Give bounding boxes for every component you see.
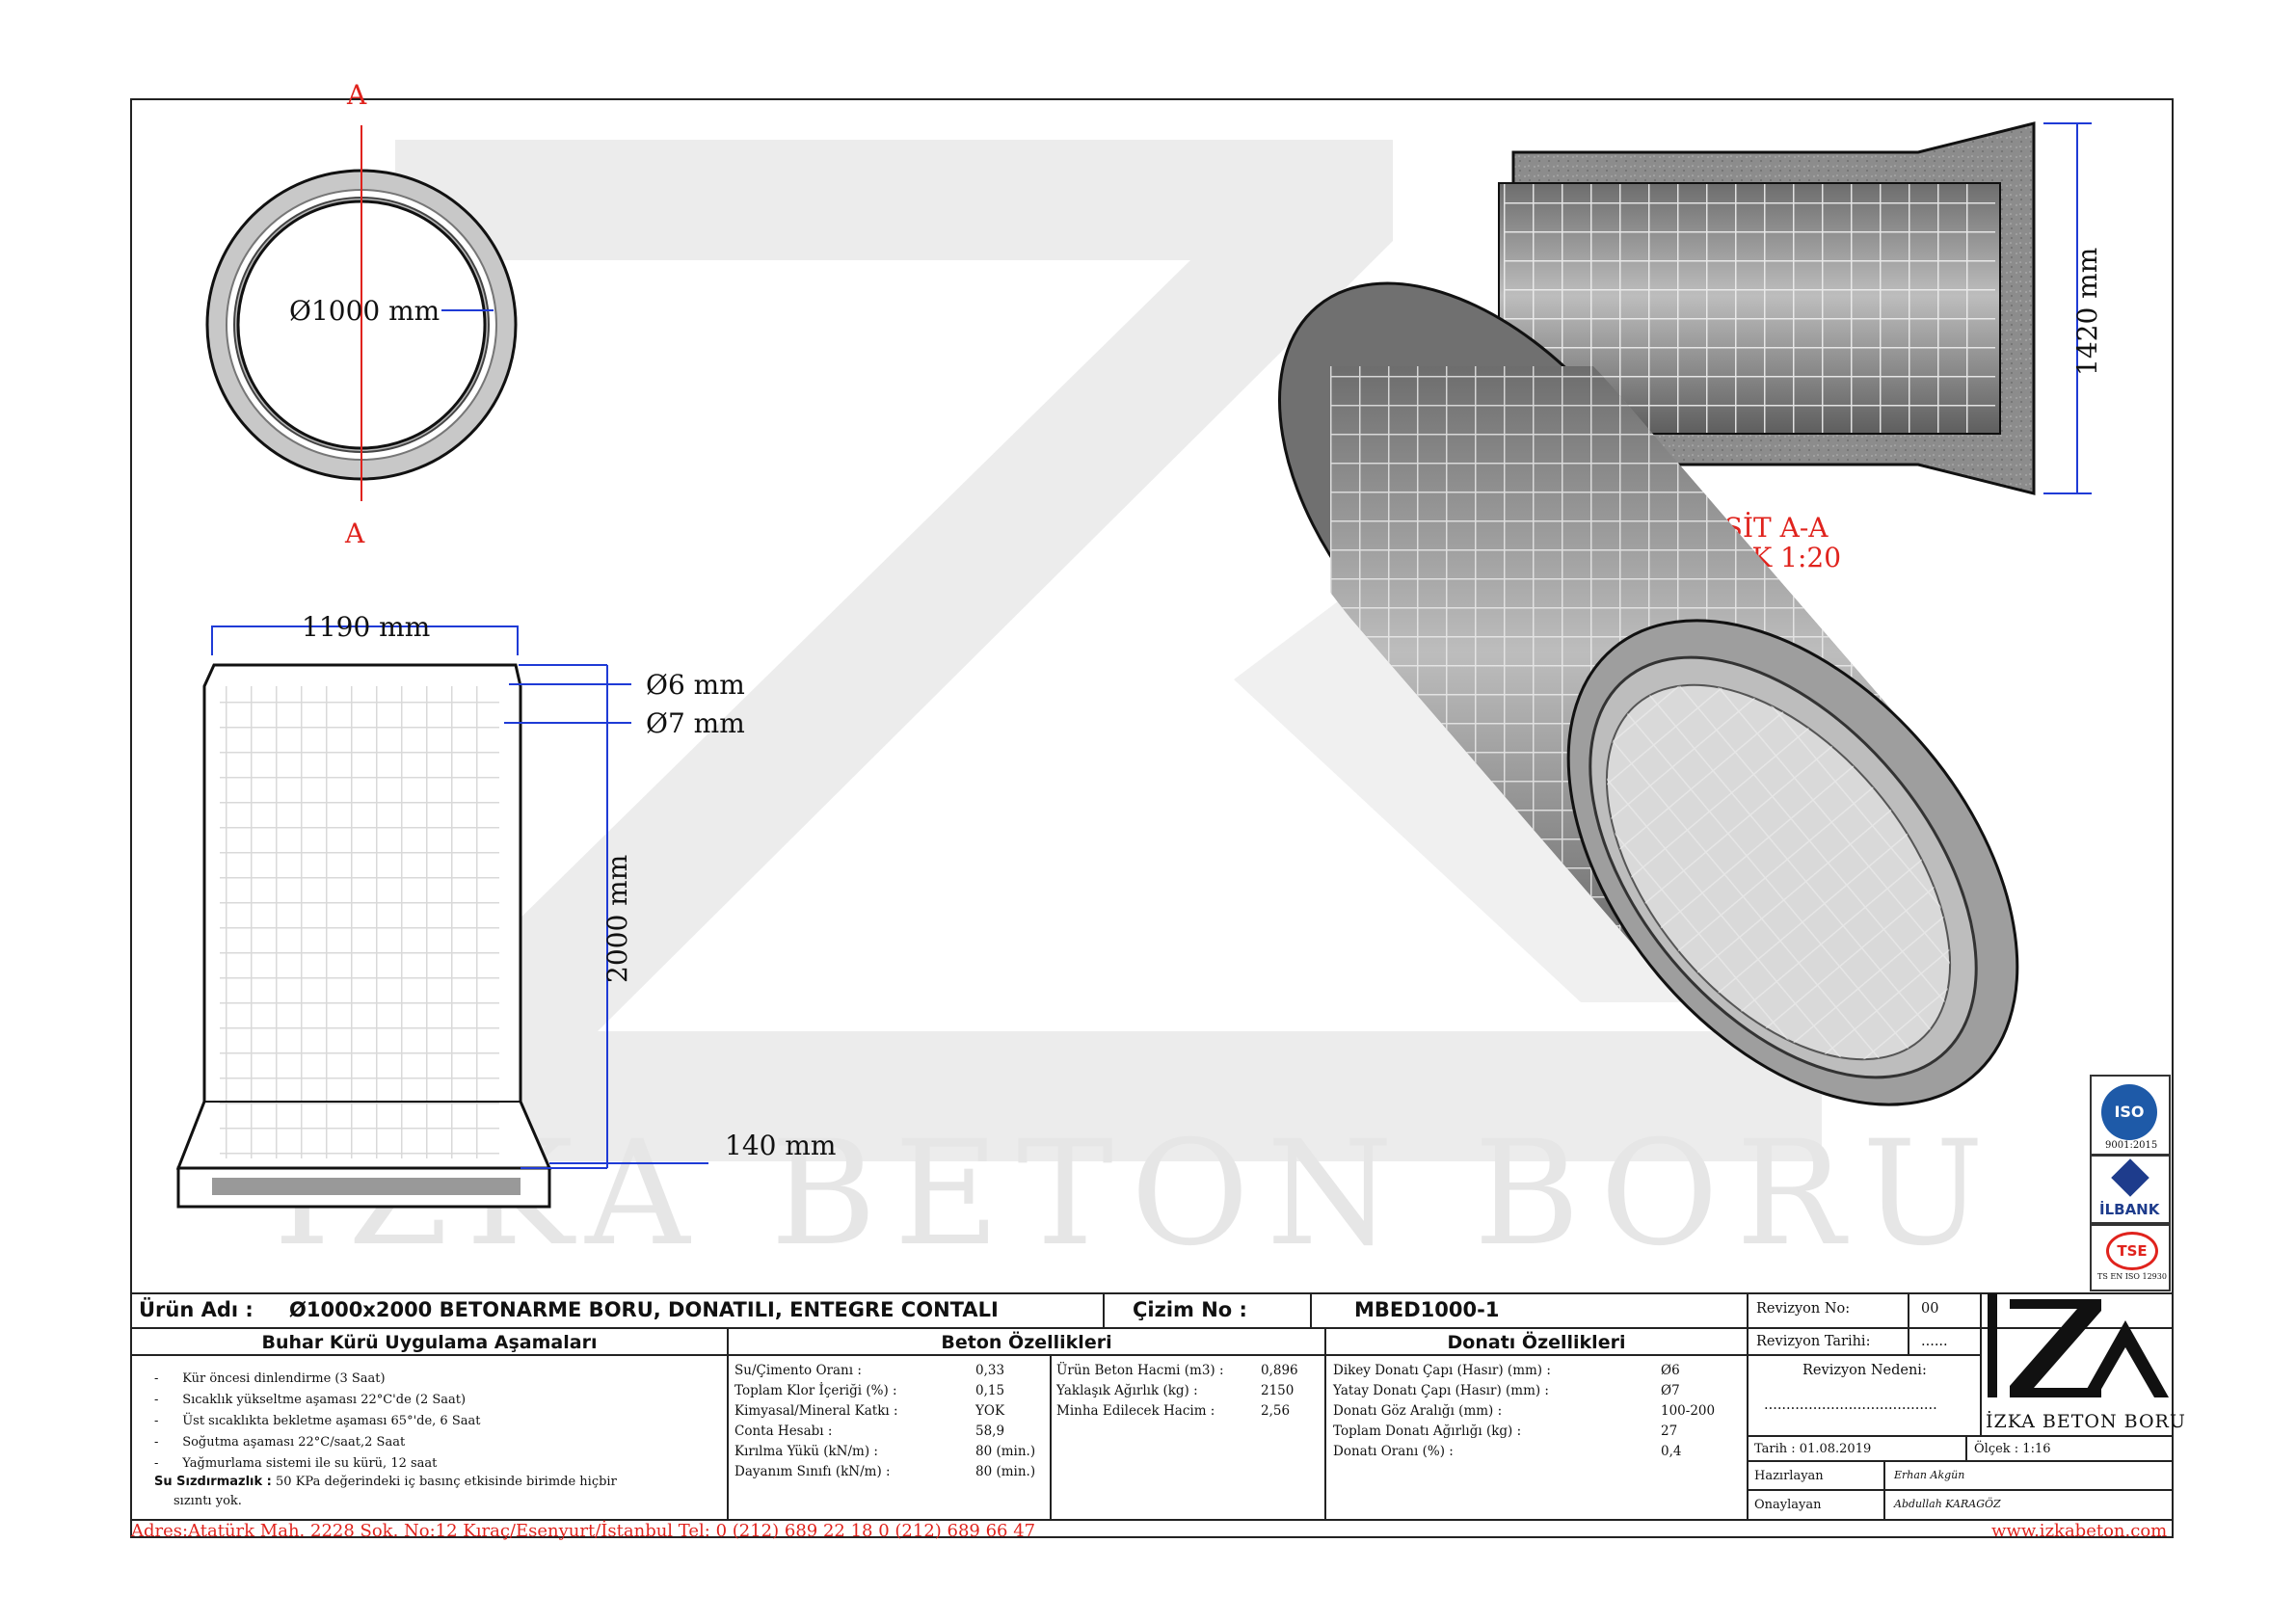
drawing-no: MBED1000-1	[1354, 1298, 1500, 1321]
approved-by: Abdullah KARAGÖZ	[1894, 1498, 2001, 1510]
concrete-title: Beton Özellikleri	[941, 1332, 1112, 1353]
row-value: 27	[1661, 1423, 1678, 1439]
leak-test: Su Sızdırmazlık : 50 KPa değerindeki iç …	[154, 1475, 617, 1489]
row-label: Kırılma Yükü (kN/m) :	[734, 1444, 878, 1459]
top-view: Ø1000 mm A A	[205, 79, 518, 549]
product-label: Ürün Adı :	[139, 1298, 254, 1321]
product-name: Ø1000x2000 BETONARME BORU, DONATILI, ENT…	[289, 1298, 999, 1321]
row-label: Ürün Beton Hacmi (m3) :	[1056, 1363, 1224, 1378]
table-row: Toplam Donatı Ağırlığı (kg) : 27	[1333, 1423, 1738, 1444]
list-item: - Kür öncesi dinlendirme (3 Saat)	[154, 1371, 386, 1386]
row-value: 58,9	[975, 1423, 1005, 1439]
watermark-text: İZKA BETON BORU	[274, 1109, 2002, 1278]
tse-standard: TS EN ISO 12930	[2097, 1272, 2167, 1281]
row-label: Donatı Oranı (%) :	[1333, 1444, 1454, 1459]
sheet-border	[130, 98, 2174, 1538]
rebar-vertical-label: Ø6 mm	[646, 669, 745, 701]
row-value: 0,15	[975, 1383, 1005, 1398]
table-row: Minha Edilecek Hacim : 2,56	[1056, 1403, 1322, 1423]
row-value: Ø6	[1661, 1363, 1680, 1378]
row-label: Su/Çimento Oranı :	[734, 1363, 862, 1378]
table-row: Su/Çimento Oranı : 0,33	[734, 1363, 1053, 1383]
row-value: Ø7	[1661, 1383, 1680, 1398]
table-row: Kırılma Yükü (kN/m) : 80 (min.)	[734, 1444, 1053, 1464]
revision-date: ......	[1921, 1334, 1948, 1349]
ilbank-label: İLBANK	[2099, 1201, 2160, 1218]
table-row: Donatı Göz Aralığı (mm) : 100-200	[1333, 1403, 1738, 1423]
scale: Ölçek : 1:16	[1974, 1442, 2051, 1456]
row-label: Yatay Donatı Çapı (Hasır) (mm) :	[1333, 1383, 1549, 1398]
table-row: Dayanım Sınıfı (kN/m) : 80 (min.)	[734, 1464, 1053, 1484]
tse-badge: TSE TS EN ISO 12930	[2090, 1224, 2171, 1291]
row-label: Donatı Göz Aralığı (mm) :	[1333, 1403, 1503, 1419]
row-label: Dayanım Sınıfı (kN/m) :	[734, 1464, 891, 1479]
front-view: 1190 mm 2000 mm Ø6 mm Ø7 mm 140 mm	[175, 611, 836, 1209]
rebar-horizontal-label: Ø7 mm	[646, 707, 745, 739]
table-row: Dikey Donatı Çapı (Hasır) (mm) : Ø6	[1333, 1363, 1738, 1383]
approved-label: Onaylayan	[1754, 1498, 1822, 1512]
row-value: 80 (min.)	[975, 1464, 1036, 1479]
revision-date-label: Revizyon Tarihi:	[1756, 1334, 1871, 1349]
row-value: 100-200	[1661, 1403, 1716, 1419]
row-value: 0,896	[1261, 1363, 1298, 1378]
table-row: Ürün Beton Hacmi (m3) : 0,896	[1056, 1363, 1322, 1383]
list-item: - Soğutma aşaması 22°C/saat,2 Saat	[154, 1435, 406, 1450]
row-label: Minha Edilecek Hacim :	[1056, 1403, 1215, 1419]
section-mark-top: A	[346, 79, 367, 111]
row-label: Toplam Donatı Ağırlığı (kg) :	[1333, 1423, 1522, 1439]
socket-label: 140 mm	[725, 1130, 836, 1161]
row-value: 2150	[1261, 1383, 1295, 1398]
section-height-label: 1420 mm	[2071, 248, 2103, 376]
drawing-no-label: Çizim No :	[1133, 1298, 1247, 1321]
table-row: Toplam Klor İçeriği (%) : 0,15	[734, 1383, 1053, 1403]
table-row: Yatay Donatı Çapı (Hasır) (mm) : Ø7	[1333, 1383, 1738, 1403]
date: Tarih : 01.08.2019	[1754, 1442, 1872, 1456]
diameter-label: Ø1000 mm	[289, 295, 440, 327]
row-label: Kimyasal/Mineral Katkı :	[734, 1403, 898, 1419]
address: Adres:Atatürk Mah. 2228 Sok. No:12 Kıraç…	[131, 1521, 1036, 1541]
list-item: - Yağmurlama sistemi ile su kürü, 12 saa…	[154, 1456, 438, 1471]
prepared-by: Erhan Akgün	[1894, 1469, 1965, 1481]
revision-no-label: Revizyon No:	[1756, 1301, 1851, 1317]
iso-standard: 9001:2015	[2105, 1140, 2158, 1151]
iso-icon: ISO	[2101, 1084, 2157, 1140]
table-row: Donatı Oranı (%) : 0,4	[1333, 1444, 1738, 1464]
table-row: Conta Hesabı : 58,9	[734, 1423, 1053, 1444]
company-logo	[1988, 1293, 2169, 1397]
row-value: 80 (min.)	[975, 1444, 1036, 1459]
rebar-title: Donatı Özellikleri	[1447, 1332, 1626, 1353]
leak-test-cont: sızıntı yok.	[174, 1494, 242, 1508]
steam-curing-title: Buhar Kürü Uygulama Aşamaları	[261, 1332, 598, 1353]
revision-no: 00	[1921, 1301, 1939, 1317]
row-label: Conta Hesabı :	[734, 1423, 833, 1439]
row-value: 2,56	[1261, 1403, 1291, 1419]
table-row: Kimyasal/Mineral Katkı : YOK	[734, 1403, 1053, 1423]
table-row: Yaklaşık Ağırlık (kg) : 2150	[1056, 1383, 1322, 1403]
width-label: 1190 mm	[302, 611, 430, 643]
height-label: 2000 mm	[601, 855, 633, 983]
row-value: YOK	[975, 1403, 1005, 1419]
tse-icon: TSE	[2106, 1232, 2158, 1270]
row-value: 0,33	[975, 1363, 1005, 1378]
revision-reason: .......................................	[1764, 1397, 1937, 1413]
prepared-label: Hazırlayan	[1754, 1469, 1824, 1483]
list-item: - Üst sıcaklıkta bekletme aşaması 65°'de…	[154, 1414, 481, 1428]
iso-badge: ISO 9001:2015	[2090, 1075, 2171, 1156]
row-label: Dikey Donatı Çapı (Hasır) (mm) :	[1333, 1363, 1551, 1378]
section-mark-bottom: A	[344, 518, 365, 549]
website-link[interactable]: www.izkabeton.com	[1991, 1521, 2168, 1541]
ilbank-badge: İLBANK	[2090, 1155, 2171, 1224]
list-item: - Sıcaklık yükseltme aşaması 22°C'de (2 …	[154, 1393, 467, 1407]
steam-curing-list: - Kür öncesi dinlendirme (3 Saat) - Sıca…	[154, 1369, 480, 1475]
revision-reason-label: Revizyon Nedeni:	[1802, 1363, 1927, 1378]
company-name: İZKA BETON BORU	[1986, 1411, 2186, 1432]
row-value: 0,4	[1661, 1444, 1682, 1459]
row-label: Yaklaşık Ağırlık (kg) :	[1056, 1383, 1198, 1398]
row-label: Toplam Klor İçeriği (%) :	[734, 1383, 897, 1398]
